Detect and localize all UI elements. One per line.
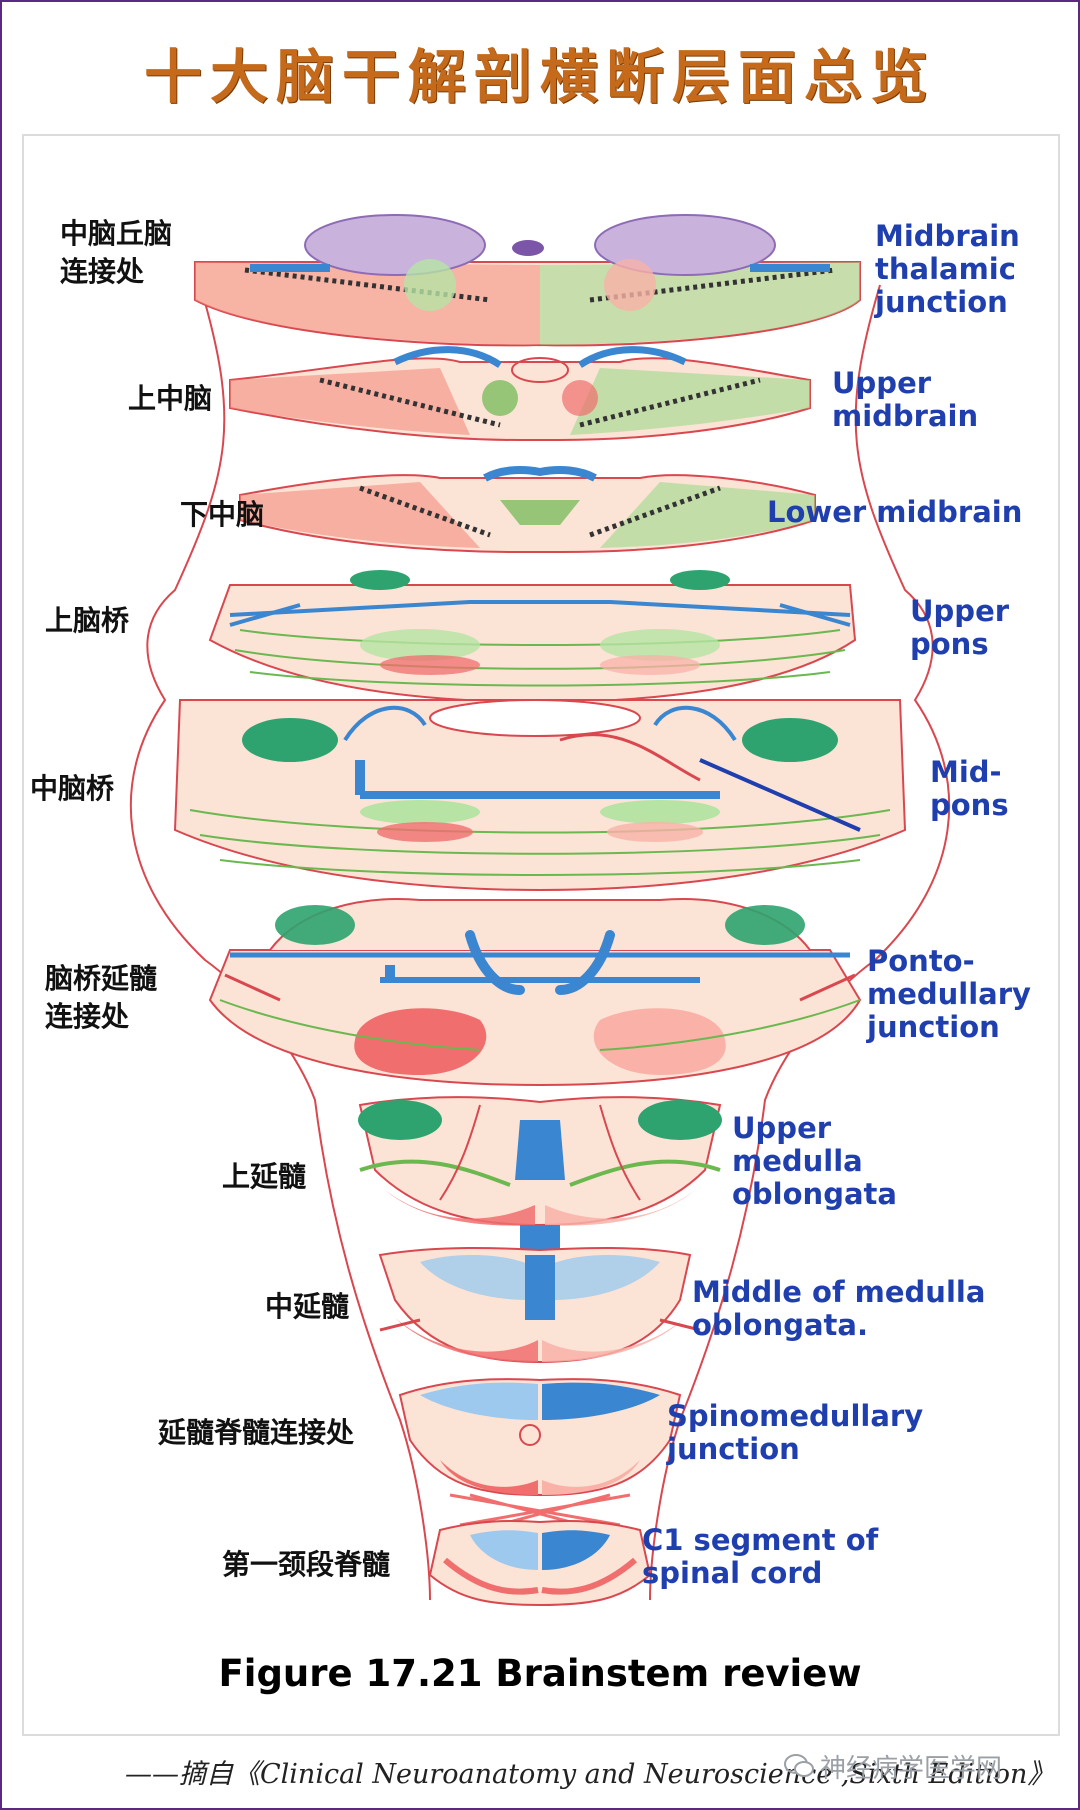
label-cn-midbrain-thalamic-junction: 中脑丘脑 连接处: [60, 217, 173, 288]
brainstem-outline: [129, 284, 951, 1601]
label-cn-pontomedullary-junction: 脑桥延髓 连接处: [45, 962, 158, 1033]
label-cn-lower-midbrain: 下中脑: [180, 498, 265, 531]
section-c1-spinal-cord: [428, 1519, 652, 1607]
label-cn-spinomedullary-junction: 延髓脊髓连接处: [158, 1416, 355, 1449]
source-citation: ——摘自《Clinical Neuroanatomy and Neuroscie…: [125, 1759, 1055, 1790]
label-en-c1-spinal-cord: C1 segment of spinal cord: [642, 1523, 879, 1590]
label-en-upper-midbrain: Upper midbrain: [832, 366, 979, 433]
label-cn-c1-spinal-cord: 第一颈段脊髓: [222, 1548, 391, 1581]
section-spinomedullary-junction: [398, 1378, 682, 1497]
wechat-icon: [784, 1754, 814, 1777]
label-en-lower-midbrain: Lower midbrain: [767, 495, 1023, 529]
label-cn-upper-midbrain: 上中脑: [128, 382, 213, 415]
section-middle-medulla: [378, 1246, 701, 1364]
section-pontomedullary-junction: [208, 898, 862, 1087]
label-en-upper-medulla: Upper medulla oblongata: [732, 1111, 897, 1211]
label-en-mid-pons: Mid- pons: [930, 755, 1009, 822]
pyramidal-decussation: [449, 1493, 631, 1532]
label-en-upper-pons: Upper pons: [910, 594, 1010, 661]
label-en-pontomedullary-junction: Ponto- medullary junction: [867, 944, 1031, 1044]
label-en-midbrain-thalamic-junction: Midbrain thalamic junction: [875, 219, 1020, 319]
section-midbrain-thalamic-junction: [194, 214, 861, 347]
label-en-middle-medulla: Middle of medulla oblongata.: [692, 1275, 986, 1342]
label-cn-middle-medulla: 中延髓: [265, 1290, 350, 1323]
label-en-spinomedullary-junction: Spinomedullary junction: [667, 1399, 924, 1466]
section-lower-midbrain: [239, 466, 816, 553]
figure-caption: Figure 17.21 Brainstem review: [218, 1652, 862, 1695]
section-upper-pons: [208, 570, 857, 704]
page-title: 十大脑干解剖横断层面总览: [143, 43, 936, 111]
watermark: 神经病学医学网: [820, 1754, 1003, 1784]
section-upper-medulla: [358, 1096, 722, 1227]
label-cn-upper-medulla: 上延髓: [222, 1160, 307, 1193]
midline-column: [520, 1225, 560, 1250]
label-cn-upper-pons: 上脑桥: [45, 604, 130, 637]
label-cn-mid-pons: 中脑桥: [30, 772, 115, 805]
section-mid-pons: [173, 699, 907, 892]
section-upper-midbrain: [229, 346, 811, 441]
